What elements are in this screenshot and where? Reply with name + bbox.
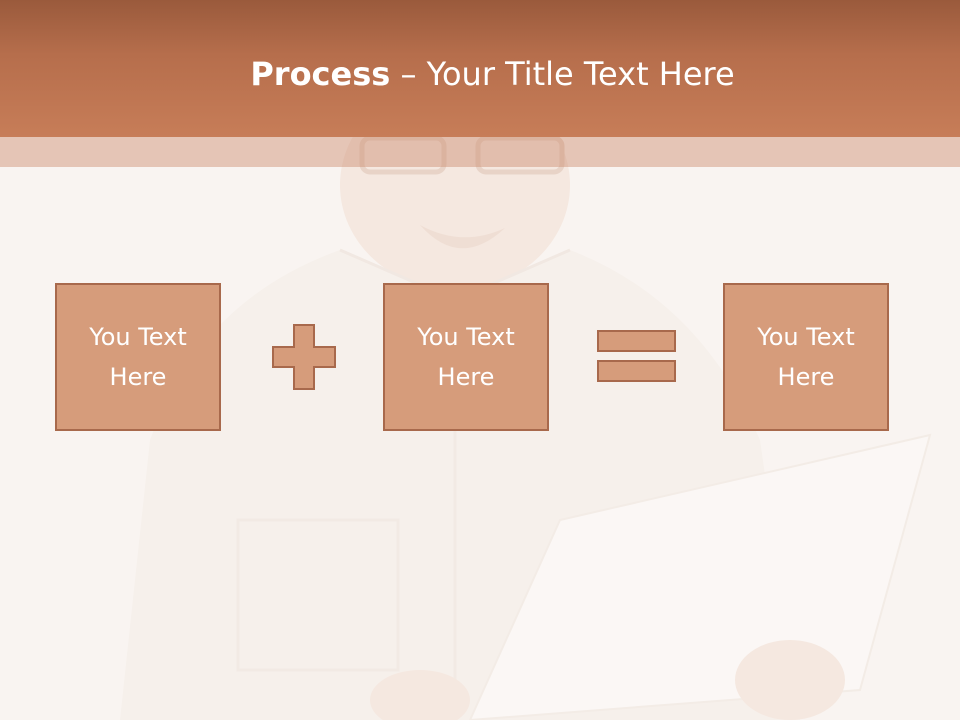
slide-title-bold: Process [250,55,391,93]
process-box-3-text: You Text Here [757,323,855,391]
process-box-1: You Text Here [55,283,221,431]
slide-title: Process – Your Title Text Here [0,52,960,96]
slide-title-dash: – [390,55,427,93]
title-bar [0,0,960,137]
slide-title-rest: Your Title Text Here [426,55,735,93]
process-box-2: You Text Here [383,283,549,431]
process-box-1-text: You Text Here [89,323,187,391]
plus-icon [272,324,336,390]
title-bar-band [0,137,960,167]
process-box-2-text: You Text Here [417,323,515,391]
equals-icon [597,330,676,382]
process-box-3: You Text Here [723,283,889,431]
